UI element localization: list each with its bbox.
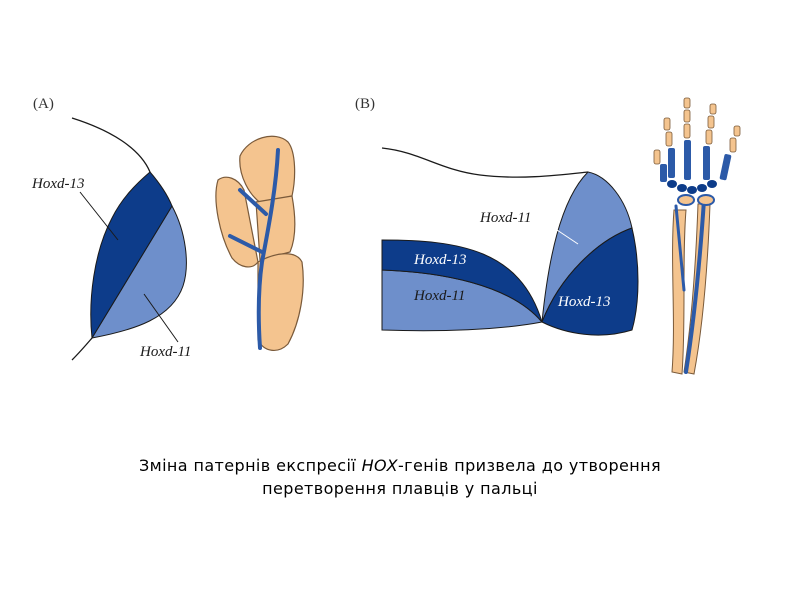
digit-1 [653,149,667,182]
hoxd11-region-a [90,204,187,339]
digit-2 [663,117,675,178]
limb-axis-line [684,198,706,374]
label-hoxd11-a: Hoxd-11 [139,344,191,360]
fin-a-outline-bottom [71,337,93,361]
caption-line-2: перетворення плавців у пальці [262,479,538,498]
caption-line-1-start: Зміна патернів експресії [138,456,362,475]
carpal-1 [667,180,677,188]
caption-line-1-end: -генів призвела до утворення [397,456,662,475]
caption-line-1: Зміна патернів експресії HOX-генів призв… [60,454,740,477]
fin-bone-upper [239,135,296,205]
label-hoxd13-a: Hoxd-13 [31,176,85,192]
panel-b-label: (B) [355,96,375,112]
carpal-3 [687,186,697,194]
fin-a-outline [71,117,151,173]
carpal-6 [677,194,695,206]
fin-skeleton-a [215,135,304,351]
hoxd13-region-b-left [381,239,543,323]
figure-caption: Зміна патернів експресії HOX-генів призв… [60,454,740,500]
limb-skeleton-b [653,97,741,375]
panel-b: (B) Hoxd-11 Hoxd-13 Hoxd-11 Hoxd-13 [355,96,741,375]
leader-line-b11 [547,223,579,245]
label-hoxd11-b-top: Hoxd-11 [479,210,531,226]
carpal-4 [697,184,707,192]
fin-axis-line [256,148,280,350]
limb-b-outline [381,147,589,178]
label-hoxd13-b-left: Hoxd-13 [413,252,467,268]
limb-axis-line-2 [674,204,686,292]
fin-branch-2 [228,234,264,254]
caption-hox-term: HOX [361,456,398,475]
leader-line-a13 [79,191,119,241]
digit-5 [719,125,741,181]
leader-line-a11 [143,293,179,343]
hoxd13-region-b-right [541,227,639,336]
carpal-7 [697,194,715,206]
panel-a: (A) Hoxd-13 Hoxd-11 [31,96,304,361]
carpal-2 [677,184,687,192]
label-hoxd11-b-left: Hoxd-11 [413,288,465,304]
bone-radius [671,209,687,375]
digit-4 [703,103,717,180]
fin-branch-1 [238,188,268,216]
fin-bone-lower [257,253,304,351]
label-hoxd13-b-right: Hoxd-13 [557,294,611,310]
panel-a-label: (A) [33,96,54,112]
digit-3 [683,97,691,180]
hoxd13-region-a [90,171,173,340]
carpal-5 [707,180,717,188]
